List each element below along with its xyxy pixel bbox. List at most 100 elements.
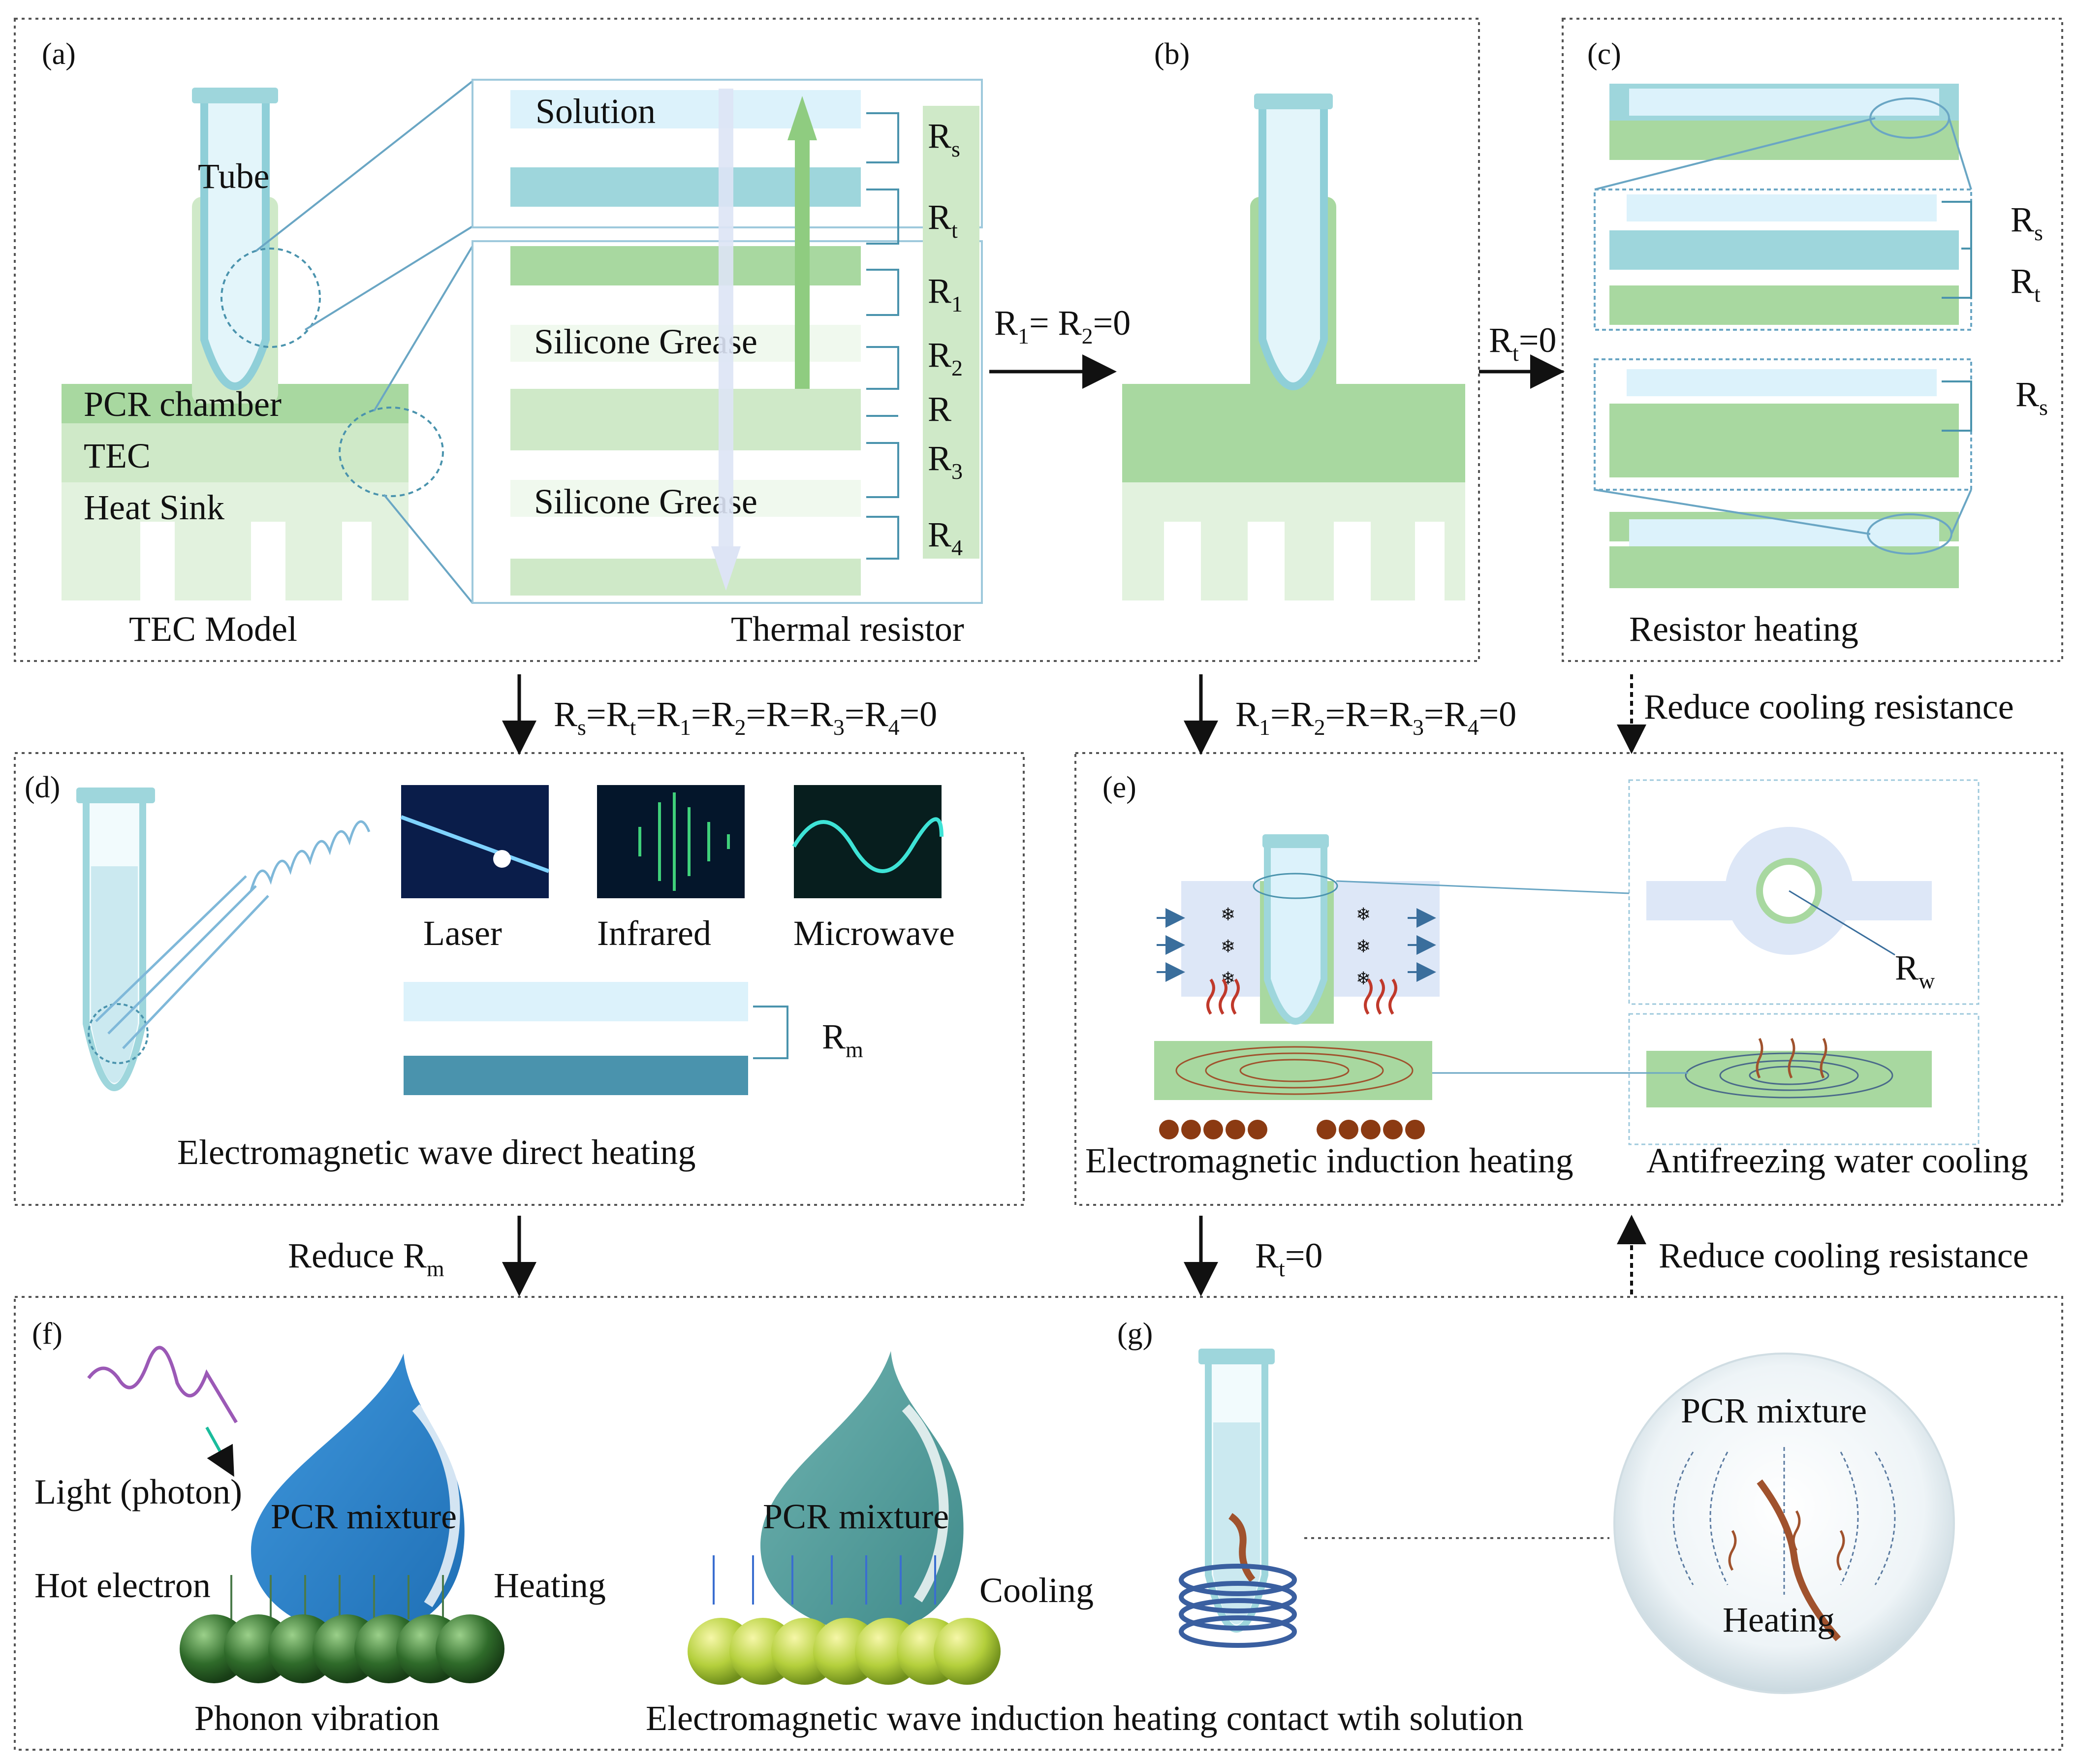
rm-label: Rm: [822, 1017, 863, 1062]
cooling-label-f: Cooling: [979, 1571, 1094, 1610]
resistor-label-sub: 4: [951, 535, 963, 560]
laser-label: Laser: [423, 914, 502, 953]
arrow-d-to-f-label: Reduce Rm: [288, 1236, 444, 1281]
cooling-flow-arrow: [719, 89, 733, 551]
zoom-circle-tec: [339, 407, 444, 497]
panel-g-letter: (g): [1117, 1317, 1153, 1351]
resistor-label-sub: s: [951, 136, 960, 161]
field-lines-g: [1672, 1447, 1896, 1595]
arrow-a-to-d-label: Rs=Rt=R1=R2=R=R3=R4=0: [554, 694, 937, 740]
detail-box-e1: [1628, 779, 1980, 1005]
panel-c: (c) Rs Rt Rs Resistor heating: [1587, 37, 2048, 649]
svg-text:❄: ❄: [1221, 937, 1235, 956]
panel-d-letter: (d): [25, 771, 60, 804]
panel-a: (a) Tube PCR chamber TEC Heat Sink TEC M…: [42, 37, 983, 649]
heating-flow-arrowhead: [787, 96, 817, 140]
cooling-arrows: [713, 1555, 936, 1605]
photon-wave: [87, 1346, 238, 1423]
resistor-label: R1: [928, 271, 963, 316]
arrow-b-to-e-label: R1=R2=R=R3=R4=0: [1235, 694, 1516, 740]
resistor-label: R2: [928, 335, 963, 380]
resistor-heating-caption: Resistor heating: [1629, 609, 1858, 649]
frame-fg: [14, 1296, 2063, 1751]
induction-plate-e: [1154, 1041, 1432, 1100]
panel-g: (g) PCR mixture Heating: [1117, 1317, 1955, 1694]
panel-d: (d) Laser Infrared Microwave Rm Electrom…: [25, 771, 955, 1172]
resistor-label-sub: 1: [951, 291, 963, 316]
cooling-flow-arrowhead: [711, 546, 741, 591]
arrow-d-to-f: Reduce Rm: [288, 1216, 536, 1296]
teal-droplet: [760, 1351, 964, 1633]
panel-e-letter: (e): [1102, 771, 1136, 804]
resistor-label-main: R: [928, 515, 951, 554]
resistor-label: R3: [928, 439, 963, 484]
resistor-label-sub: 3: [951, 459, 963, 484]
arrow-b-to-e: R1=R2=R=R3=R4=0: [1184, 674, 1516, 755]
panel-f-letter: (f): [32, 1317, 63, 1351]
heating-label-f: Heating: [494, 1566, 606, 1605]
wave-beams: [95, 820, 371, 1049]
resistor-column: [923, 106, 979, 559]
rt-label-c: Rt: [2011, 261, 2041, 307]
heating-label-g: Heating: [1723, 1600, 1835, 1639]
rw-label: Rw: [1895, 948, 1935, 993]
resistor-label: R4: [928, 515, 963, 560]
arrow-a-to-b: R1= R2=0: [989, 303, 1131, 389]
infrared-image: [597, 785, 745, 898]
arrow-a-to-b-label: R1= R2=0: [994, 303, 1131, 348]
panel-b-letter: (b): [1154, 37, 1190, 71]
tube-graphic: [192, 88, 278, 404]
resistor-brackets: [866, 112, 899, 560]
resistor-label-main: R: [928, 439, 951, 478]
tube-label: Tube: [198, 157, 269, 196]
rs-label-c1: Rs: [2011, 200, 2043, 245]
resistor-label: R: [928, 389, 951, 429]
laser-image: [401, 785, 549, 898]
panel-f: (f) Light (photon) PCR mixture Hot elect…: [32, 1317, 1523, 1738]
tube-d: [76, 788, 155, 1091]
resistor-label: Rs: [928, 116, 960, 161]
arrow-e-to-g-label: Rt=0: [1255, 1236, 1322, 1281]
resistor-label: Rt: [928, 197, 958, 243]
microwave-image: [794, 785, 942, 898]
detail-box-e2: [1628, 1013, 1980, 1145]
heat-sink-graphic: [62, 482, 409, 600]
panel-b: (b): [1122, 37, 1465, 600]
induction-heating-caption: Electromagnetic induction heating: [1085, 1141, 1573, 1180]
panel-c-letter: (c): [1587, 37, 1621, 71]
svg-text:❄: ❄: [1221, 905, 1235, 924]
direct-heating-caption: Electromagnetic wave direct heating: [177, 1133, 696, 1172]
light-photon-label: Light (photon): [34, 1472, 242, 1512]
flow-arrows-e: [1157, 908, 1436, 982]
induction-coil-g: [1179, 1564, 1297, 1648]
grease-layer-2: [510, 480, 861, 517]
zoom-line-e1: [1336, 880, 1630, 894]
solution-layer-d: [404, 982, 748, 1021]
zoom-circle-tube: [220, 248, 321, 348]
tec-model-caption: TEC Model: [129, 609, 297, 649]
svg-text:❄: ❄: [1356, 969, 1371, 988]
arrow-g-to-e: Reduce cooling resistance: [1617, 1215, 2029, 1294]
phonon-vibration-label: Phonon vibration: [194, 1699, 440, 1738]
heat-wave-icons: [1206, 978, 1397, 1015]
thermal-resistor-caption: Thermal resistor: [731, 609, 964, 649]
pcr-mixture-label-g: PCR mixture: [1681, 1391, 1867, 1430]
resistor-label-main: R: [928, 116, 951, 156]
resistor-label-main: R: [928, 271, 951, 311]
resistor-label-main: R: [928, 197, 951, 237]
heating-flow-arrow: [795, 138, 810, 389]
pcr-mixture-label-f1: PCR mixture: [271, 1497, 457, 1536]
hot-electron-arrows: [230, 1575, 444, 1619]
frame-e: [1074, 752, 2063, 1206]
blue-droplet: [251, 1354, 465, 1636]
tec-label: TEC: [84, 436, 151, 475]
cooling-balls: [688, 1618, 1001, 1685]
frame-c: [1562, 18, 2063, 662]
arrow-g-to-e-label: Reduce cooling resistance: [1659, 1236, 2029, 1275]
solution-label: Solution: [535, 92, 656, 131]
tube-e: [1253, 834, 1338, 1025]
svg-text:❄: ❄: [1221, 969, 1235, 988]
arrow-e-to-g: Rt=0: [1184, 1216, 1322, 1296]
